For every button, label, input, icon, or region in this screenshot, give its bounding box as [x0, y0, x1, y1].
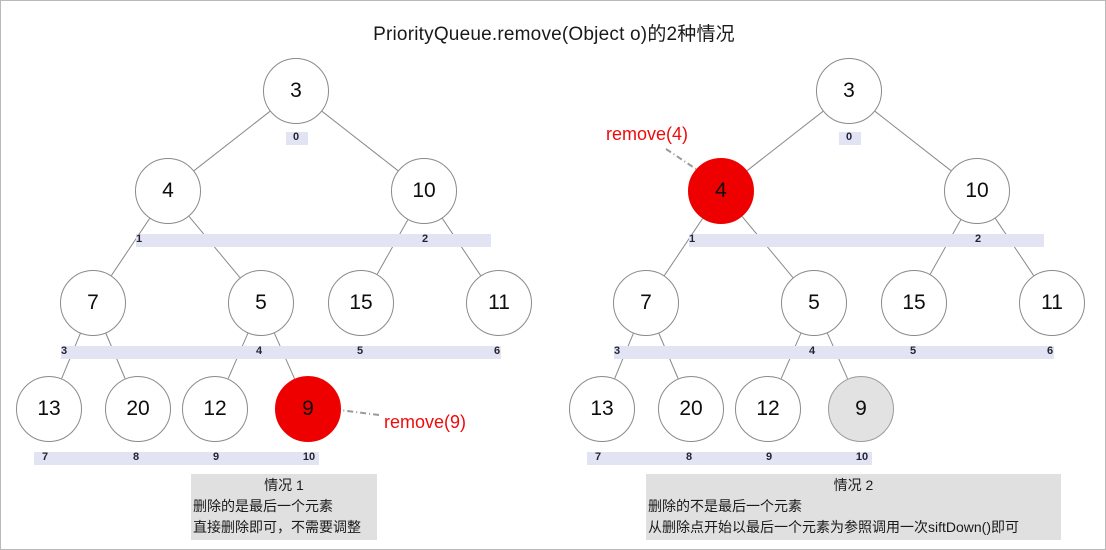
- node-index-label: 9: [212, 451, 220, 463]
- tree-node[interactable]: 20: [105, 376, 171, 442]
- tree-node[interactable]: 4: [688, 158, 754, 224]
- tree-node[interactable]: 11: [1019, 270, 1085, 336]
- tree-node[interactable]: 9: [275, 376, 341, 442]
- node-index-label: 0: [292, 131, 300, 143]
- caption-line: 从删除点开始以最后一个元素为参照调用一次siftDown()即可: [648, 519, 1020, 535]
- index-highlight-bar: [614, 346, 1054, 359]
- tree-node[interactable]: 15: [328, 270, 394, 336]
- node-index-label: 3: [60, 345, 68, 357]
- tree-node[interactable]: 3: [816, 58, 882, 124]
- node-index-label: 0: [845, 131, 853, 143]
- tree-edge: [376, 219, 409, 275]
- remove-call-label: remove(9): [384, 412, 467, 432]
- tree-node[interactable]: 5: [781, 270, 847, 336]
- node-index-label: 5: [909, 345, 917, 357]
- tree-node[interactable]: 7: [60, 270, 126, 336]
- tree-edge: [741, 216, 794, 278]
- node-index-label: 3: [613, 345, 621, 357]
- tree-node[interactable]: 11: [466, 270, 532, 336]
- case-2-caption: 情况 2 删除的不是最后一个元素从删除点开始以最后一个元素为参照调用一次siftD…: [646, 474, 1061, 540]
- tree-node[interactable]: 15: [881, 270, 947, 336]
- tree-node[interactable]: 9: [828, 376, 894, 442]
- index-highlight-bar: [286, 132, 308, 145]
- tree-edge: [929, 219, 962, 275]
- index-highlight-bar: [136, 234, 491, 247]
- case-1-caption: 情况 1 删除的是最后一个元素直接删除即可，不需要调整: [191, 474, 377, 540]
- caption-line: 直接删除即可，不需要调整: [193, 519, 361, 535]
- tree-node[interactable]: 7: [613, 270, 679, 336]
- tree-node[interactable]: 10: [391, 158, 457, 224]
- node-index-label: 7: [41, 451, 49, 463]
- tree-edge: [193, 110, 271, 172]
- tree-node[interactable]: 13: [569, 376, 635, 442]
- tree-node[interactable]: 12: [735, 376, 801, 442]
- tree-edge: [188, 216, 241, 278]
- caption-line: 删除的是最后一个元素: [193, 498, 333, 514]
- index-highlight-bar: [61, 346, 501, 359]
- tree-edge: [874, 110, 952, 172]
- node-index-label: 4: [255, 345, 263, 357]
- node-index-label: 10: [855, 451, 869, 463]
- caption-line: 删除的不是最后一个元素: [648, 498, 802, 514]
- caption-title: 情况 1: [264, 477, 304, 493]
- tree-node[interactable]: 4: [135, 158, 201, 224]
- tree-edge: [663, 218, 704, 276]
- node-index-label: 1: [688, 233, 696, 245]
- index-highlight-bar: [689, 234, 1044, 247]
- node-index-label: 9: [765, 451, 773, 463]
- node-index-label: 8: [132, 451, 140, 463]
- tree-node[interactable]: 10: [944, 158, 1010, 224]
- tree-node[interactable]: 5: [228, 270, 294, 336]
- node-index-label: 5: [356, 345, 364, 357]
- node-index-label: 4: [808, 345, 816, 357]
- tree-node[interactable]: 3: [263, 58, 329, 124]
- index-highlight-bar: [587, 452, 872, 465]
- node-index-label: 2: [421, 233, 429, 245]
- tree-edge: [746, 110, 824, 172]
- caption-title: 情况 2: [833, 477, 874, 493]
- tree-edge: [994, 218, 1035, 276]
- index-highlight-bar: [34, 452, 319, 465]
- tree-node[interactable]: 13: [16, 376, 82, 442]
- tree-node[interactable]: 20: [658, 376, 724, 442]
- node-index-label: 6: [1046, 345, 1054, 357]
- tree-edge: [321, 110, 399, 172]
- node-index-label: 10: [302, 451, 316, 463]
- tree-edge: [110, 218, 151, 276]
- tree-node[interactable]: 12: [182, 376, 248, 442]
- node-index-label: 2: [974, 233, 982, 245]
- remove-call-label: remove(4): [606, 124, 689, 144]
- tree-edge: [441, 218, 482, 276]
- node-index-label: 8: [685, 451, 693, 463]
- page-title: PriorityQueue.remove(Object o)的2种情况: [373, 24, 735, 45]
- node-index-label: 7: [594, 451, 602, 463]
- node-index-label: 1: [135, 233, 143, 245]
- node-index-label: 6: [493, 345, 501, 357]
- index-highlight-bar: [839, 132, 861, 145]
